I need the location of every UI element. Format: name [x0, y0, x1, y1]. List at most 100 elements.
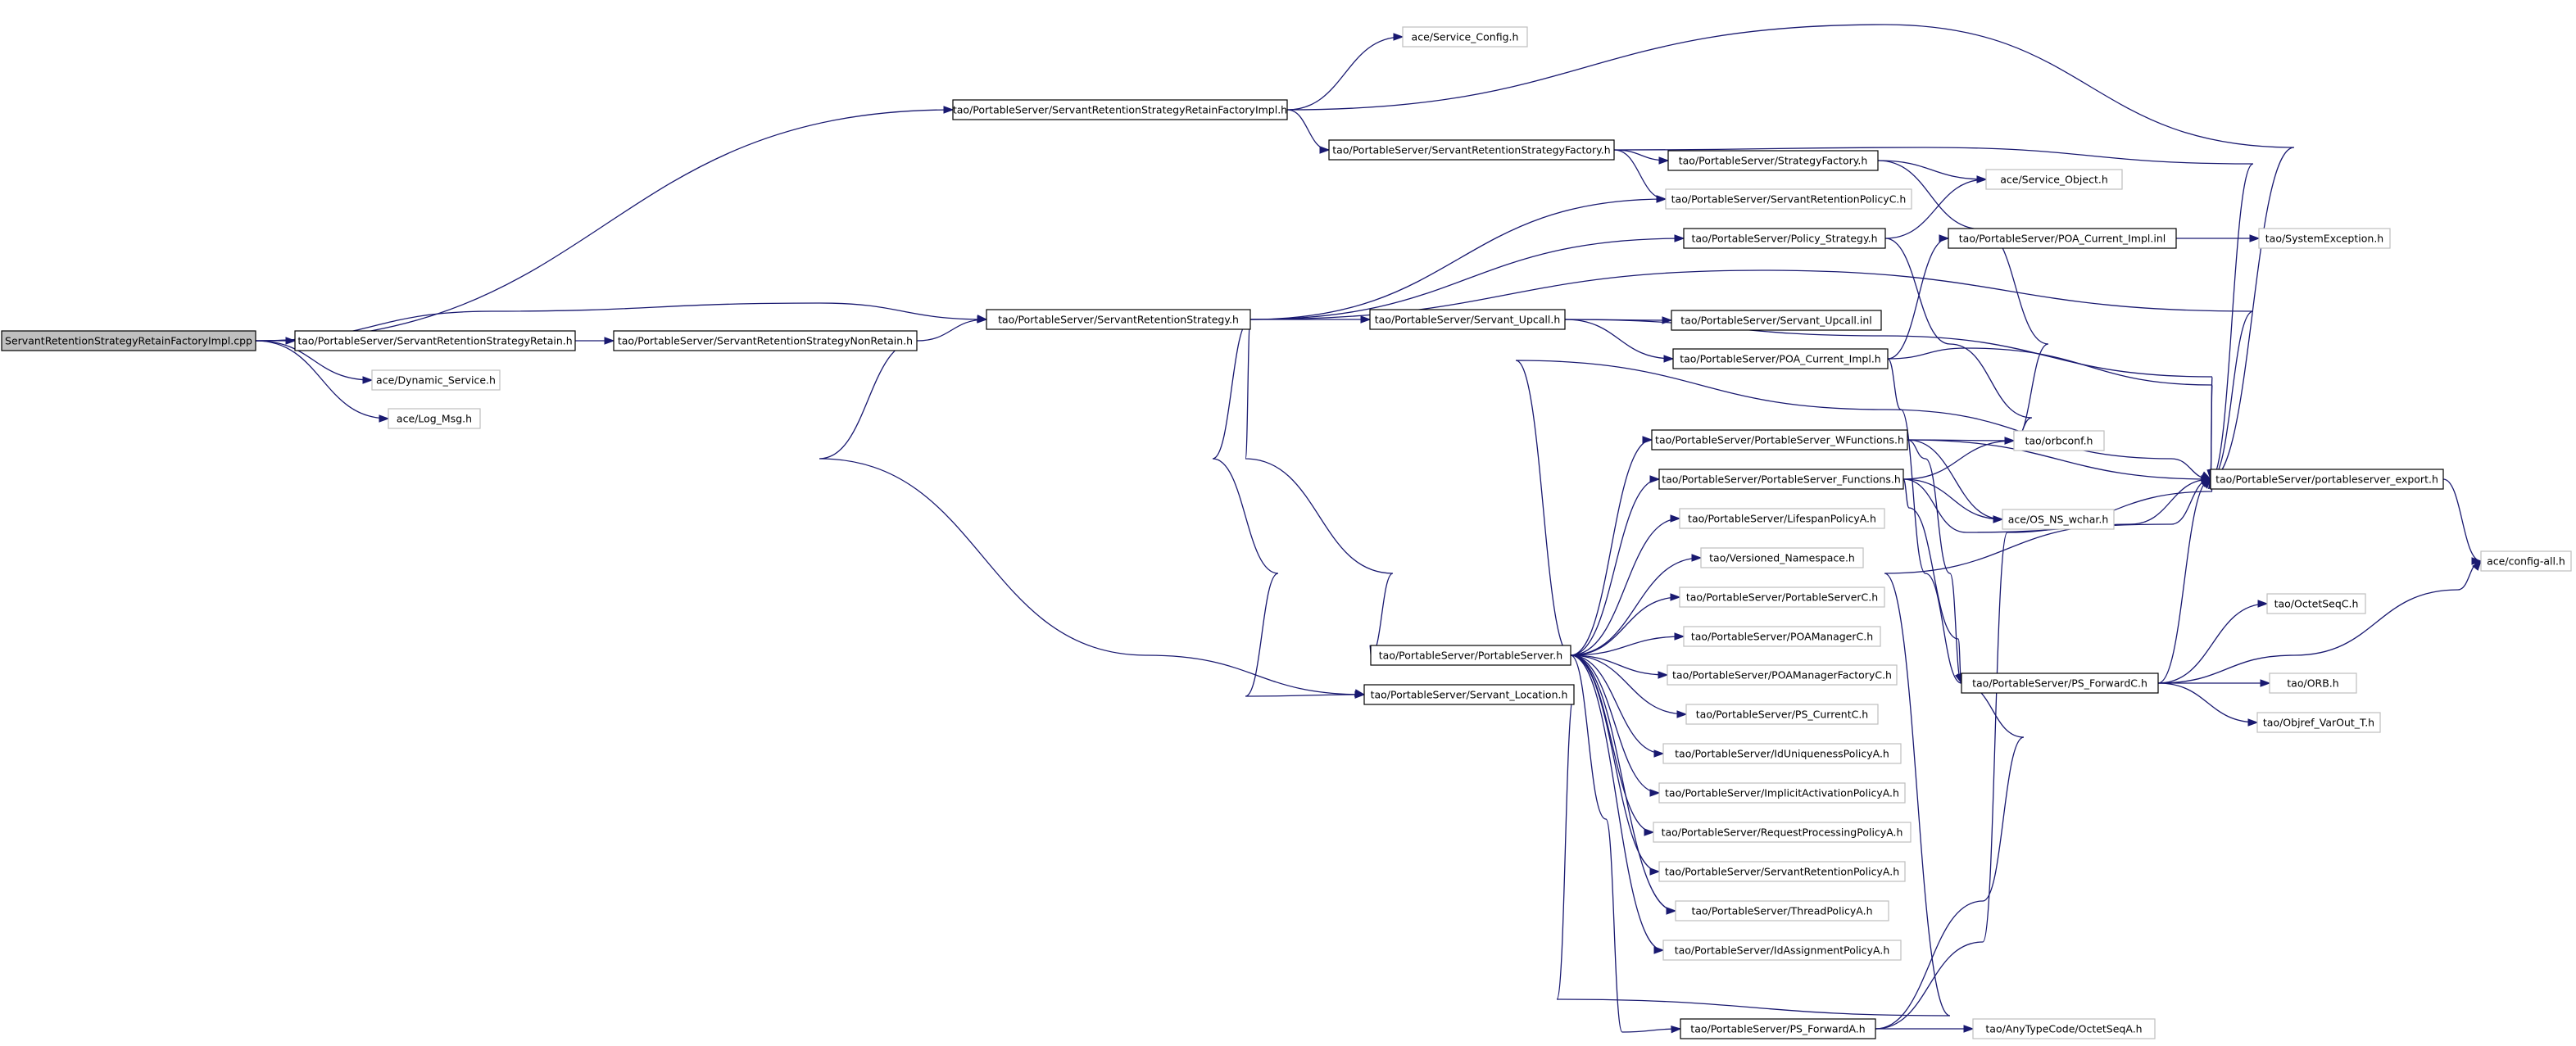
node-upcallinl[interactable]: tao/PortableServer/Servant_Upcall.inl [1671, 310, 1882, 331]
node-box [2256, 712, 2381, 733]
node-srsretain[interactable]: tao/PortableServer/ServantRetentionStrat… [294, 330, 576, 351]
node-label: ace/Service_Config.h [1412, 31, 1519, 43]
edge-psfwdc-to-configall [2157, 559, 2482, 684]
node-svccfg: ace/Service_Config.h [1402, 26, 1528, 48]
node-label: tao/PortableServer/POAManagerC.h [1691, 631, 1873, 643]
edge-line [2157, 478, 2211, 684]
node-portsrv[interactable]: tao/PortableServer/PortableServer.h [1370, 645, 1571, 666]
node-label: tao/PortableServer/Servant_Upcall.inl [1680, 315, 1871, 327]
node-srpola: tao/PortableServer/ServantRetentionPolic… [1658, 861, 1906, 882]
edge-portsrv-to-wfunc [1570, 436, 1653, 656]
node-box [1961, 672, 2159, 694]
node-srsnonret[interactable]: tao/PortableServer/ServantRetentionStrat… [613, 330, 918, 351]
node-box [388, 408, 481, 429]
node-label: tao/PortableServer/ImplicitActivationPol… [1665, 787, 1899, 799]
node-root[interactable]: ServantRetentionStrategyRetainFactoryImp… [1, 330, 256, 351]
node-label: tao/PortableServer/ServantRetentionStrat… [297, 335, 572, 347]
edge-portsrv-to-implact [1570, 654, 1661, 797]
edge-arrowhead [604, 337, 615, 345]
node-poacurinl[interactable]: tao/PortableServer/POA_Current_Impl.inl [1948, 228, 2177, 249]
edge-arrowhead [1663, 355, 1675, 363]
edge-psfwda-to-psexport [1875, 478, 2216, 1030]
node-box [1675, 900, 1889, 921]
node-box [2480, 550, 2572, 572]
edge-line [1887, 358, 1962, 684]
edge-line [1570, 654, 1687, 715]
node-srsfact[interactable]: tao/PortableServer/ServantRetentionStrat… [1328, 139, 1615, 161]
node-objref: tao/Objref_VarOut_T.h [2256, 712, 2381, 733]
edge-arrowhead [362, 376, 374, 384]
edge-arrowhead [1666, 907, 1677, 915]
node-wfunc[interactable]: tao/PortableServer/PortableServer_WFunct… [1651, 429, 1908, 451]
edge-arrowhead [1649, 789, 1661, 797]
node-stratfact[interactable]: tao/PortableServer/StrategyFactory.h [1667, 150, 1879, 171]
edge-arrowhead [1649, 475, 1661, 483]
edge-root-to-logmsg [255, 340, 390, 423]
edge-line [1249, 198, 1667, 320]
edge-portsrv-to-srpola [1570, 654, 1661, 876]
node-reqproc: tao/PortableServer/RequestProcessingPoli… [1653, 822, 1912, 843]
node-servloc[interactable]: tao/PortableServer/Servant_Location.h [1363, 684, 1575, 705]
node-box [1679, 508, 1885, 529]
edge-portsrv-to-threadpol [1570, 654, 1677, 915]
edge-line [1286, 109, 1330, 151]
node-label: tao/PortableServer/PortableServer_Functi… [1662, 473, 1901, 486]
node-psfwdc[interactable]: tao/PortableServer/PS_ForwardC.h [1961, 672, 2159, 694]
edge-arrowhead [1670, 593, 1681, 601]
edge-psfwdc-to-objref [2157, 682, 2259, 727]
node-factimpl[interactable]: tao/PortableServer/ServantRetentionStrat… [952, 99, 1288, 120]
edge-upcall-to-poacur [1564, 319, 1675, 363]
node-label: tao/AnyTypeCode/OctetSeqA.h [1985, 1023, 2142, 1035]
node-psfunc[interactable]: tao/PortableServer/PortableServer_Functi… [1658, 469, 1904, 490]
node-label: tao/SystemException.h [2265, 233, 2383, 245]
edge-srs-to-polstrat [1249, 234, 1685, 320]
node-box [1680, 1018, 1876, 1039]
edge-psfunc-to-psfwdc [1903, 478, 1965, 685]
edge-line [1875, 682, 2025, 1030]
edge-root-to-dynsvc [255, 340, 374, 384]
node-psexport[interactable]: tao/PortableServer/portableserver_export… [2210, 469, 2444, 490]
edge-line [1907, 439, 1962, 684]
node-implact: tao/PortableServer/ImplicitActivationPol… [1658, 782, 1906, 804]
edge-line [1245, 319, 1394, 656]
node-label: tao/PortableServer/PortableServerC.h [1686, 591, 1878, 604]
edge-line [1613, 149, 1667, 200]
edge-line [1903, 478, 1962, 684]
edge-upcall-to-psexport [1564, 319, 2215, 481]
edge-portsrv-to-versns [1570, 554, 1703, 656]
edge-arrowhead [1360, 315, 1372, 324]
node-label: tao/PortableServer/PS_ForwardA.h [1690, 1023, 1865, 1035]
edge-poacur-to-psexport [1887, 347, 2215, 481]
edge-arrowhead [2472, 559, 2482, 571]
node-polstrat[interactable]: tao/PortableServer/Policy_Strategy.h [1683, 228, 1886, 249]
node-upcall[interactable]: tao/PortableServer/Servant_Upcall.h [1369, 309, 1566, 330]
node-box [1665, 188, 1912, 210]
node-label: tao/PortableServer/IdUniquenessPolicyA.h [1675, 748, 1889, 760]
edge-line [1570, 636, 1685, 656]
node-label: ace/Log_Msg.h [397, 413, 472, 425]
node-svcobj: ace/Service_Object.h [1985, 169, 2123, 190]
node-box [371, 369, 501, 391]
edge-portsrv-to-reqproc [1570, 654, 1655, 836]
edge-line [1887, 238, 1949, 360]
node-poamgr: tao/PortableServer/POAManagerC.h [1683, 626, 1881, 647]
node-psfwda[interactable]: tao/PortableServer/PS_ForwardA.h [1680, 1018, 1876, 1039]
edge-portsrv-to-psc [1570, 593, 1681, 656]
node-label: tao/PortableServer/Servant_Upcall.h [1375, 314, 1561, 326]
node-label: tao/PortableServer/ServantRetentionStrat… [1332, 144, 1610, 156]
node-label: tao/PortableServer/Servant_Location.h [1371, 689, 1568, 701]
node-srs[interactable]: tao/PortableServer/ServantRetentionStrat… [986, 309, 1251, 330]
edge-psexport-to-configall [2442, 478, 2483, 565]
edge-srs-to-servloc [1212, 319, 1366, 699]
node-poacur[interactable]: tao/PortableServer/POA_Current_Impl.h [1672, 348, 1889, 369]
node-threadpol: tao/PortableServer/ThreadPolicyA.h [1675, 900, 1889, 921]
edge-arrowhead [2247, 718, 2259, 727]
edge-srsnonret-to-srs [916, 315, 988, 342]
node-box [952, 99, 1288, 120]
node-orbconf: tao/orbconf.h [2013, 430, 2105, 451]
edge-line [1570, 654, 1664, 951]
node-versns: tao/Versioned_Namespace.h [1700, 547, 1864, 568]
node-box [986, 309, 1251, 330]
node-label: tao/PortableServer/POA_Current_Impl.inl [1959, 233, 2166, 245]
node-anytype: tao/AnyTypeCode/OctetSeqA.h [1972, 1018, 2156, 1039]
